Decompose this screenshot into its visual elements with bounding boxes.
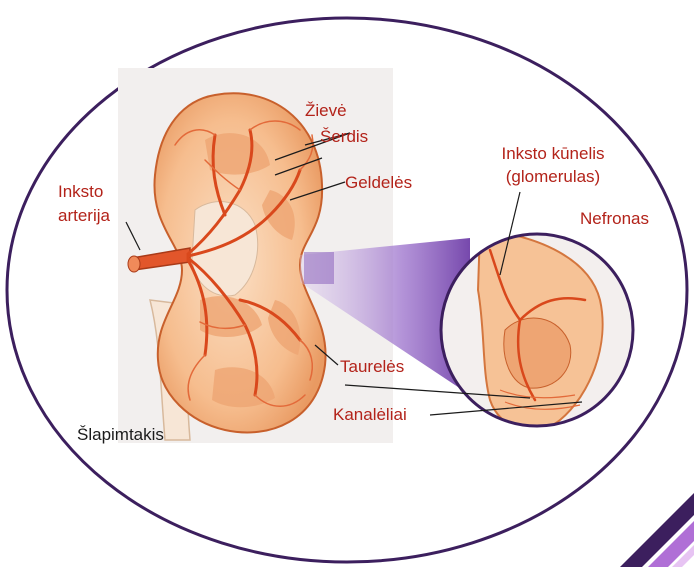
- zoom-source-box: [304, 252, 334, 284]
- label-slapimtakis: Šlapimtakis: [77, 425, 164, 445]
- label-serdis: Šerdis: [320, 127, 368, 147]
- label-geldeles: Geldelės: [345, 173, 412, 193]
- label-nefronas: Nefronas: [580, 209, 649, 229]
- label-inksto-arterija-line2: arterija: [58, 206, 110, 226]
- label-taureles: Taurelės: [340, 357, 404, 377]
- label-inksto-kunelis-line1: Inksto kūnelis: [478, 144, 628, 164]
- label-inksto-kunelis-line2: (glomerulas): [478, 167, 628, 187]
- label-kanaleliai: Kanalėliai: [333, 405, 407, 425]
- corner-stripes: [620, 493, 694, 567]
- label-zieve: Žievė: [305, 101, 347, 121]
- label-inksto-arterija-line1: Inksto: [58, 182, 103, 202]
